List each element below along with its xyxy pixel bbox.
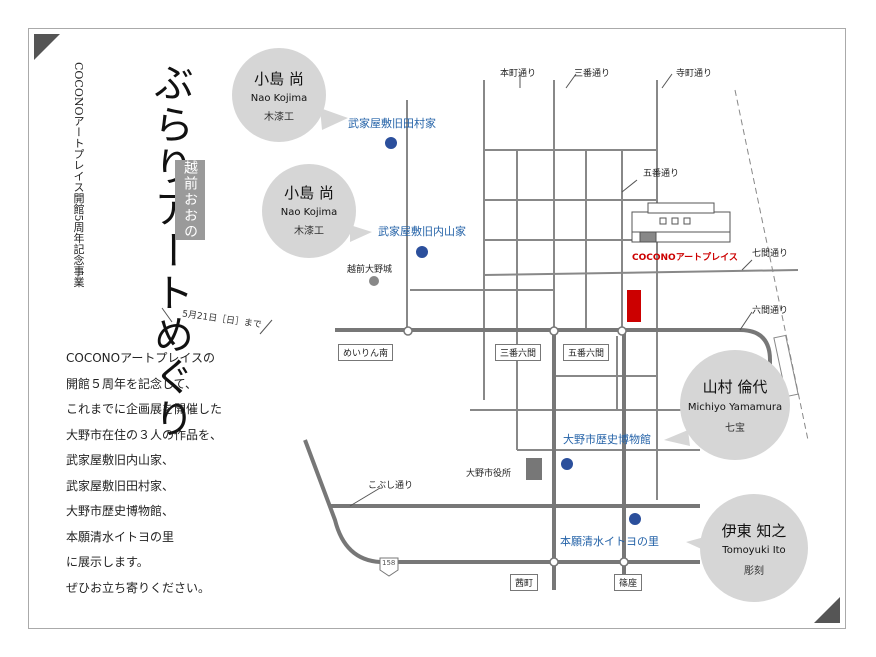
street-label-sanban: 三番通り: [574, 69, 611, 79]
place-label-itoyo: 本願清水イトヨの里: [560, 535, 659, 548]
artist-name-en: Nao Kojima: [250, 93, 308, 104]
intersection-shinoza: 篠座: [614, 574, 643, 591]
description-line: これまでに企画展を開催した: [66, 402, 223, 416]
artist-bubble: 小島 尚 Nao Kojima 木漆工: [232, 48, 326, 142]
cocono-label: COCONOアートプレイス: [632, 253, 738, 263]
street-label-kobushi: こぶし通り: [368, 481, 414, 491]
description-line: 大野市歴史博物館、: [66, 504, 175, 518]
description-line: に展示します。: [66, 555, 149, 569]
artist-craft: 七宝: [725, 423, 745, 434]
place-label-museum: 大野市歴史博物館: [563, 433, 651, 446]
description-line: ぜひお立ち寄りください。: [66, 580, 211, 595]
intersection-meirin: めいりん南: [338, 344, 394, 361]
corner-decoration-bottom-right: [814, 597, 840, 623]
place-label-cityhall: 大野市役所: [466, 469, 512, 479]
street-label-rokken: 六間通り: [752, 306, 789, 316]
artist-bubble: 小島 尚 Nao Kojima 木漆工: [262, 164, 356, 258]
artist-name-jp: 山村 倫代: [702, 378, 768, 396]
cocono-marker: [627, 290, 641, 322]
artist-name-en: Michiyo Yamamura: [687, 402, 783, 413]
artist-name-jp: 伊東 知之: [721, 522, 787, 540]
artist-craft: 彫刻: [744, 566, 764, 577]
artist-name-en: Tomoyuki Ito: [722, 545, 786, 556]
artist-craft: 木漆工: [294, 226, 324, 237]
artist-name-en: Nao Kojima: [280, 207, 338, 218]
place-label-tamura: 武家屋敷旧田村家: [348, 117, 436, 130]
street-label-honmachi: 本町通り: [500, 69, 537, 79]
street-label-goban: 五番通り: [643, 169, 680, 179]
place-label-uchiyama: 武家屋敷旧内山家: [378, 225, 466, 238]
intersection-sanban6: 三番六間: [495, 344, 542, 361]
artist-craft: 木漆工: [264, 112, 294, 123]
street-label-tera: 寺町通り: [676, 69, 713, 79]
description-line: 本願清水イトヨの里: [66, 529, 175, 544]
route-shield-icon: [379, 557, 399, 577]
description: COCONOアートプレイスの 開館５周年を記念して、 これまでに企画展を開催した…: [66, 346, 222, 601]
venue-dots: [369, 137, 641, 525]
intersection-akane: 茜町: [510, 574, 539, 591]
cocono-building-icon: [631, 202, 731, 243]
artist-bubble: 伊東 知之 Tomoyuki Ito 彫刻: [700, 494, 808, 602]
event-subtitle: COCONOアートプレイス開館5周年記念事業: [72, 62, 85, 288]
street-label-nanaken: 七間通り: [752, 249, 789, 259]
intersection-goban6: 五番六間: [563, 344, 610, 361]
description-line: COCONOアートプレイスの: [66, 351, 215, 365]
description-line: 武家屋敷旧内山家、: [66, 453, 175, 467]
page-title: ぶらりアートめぐり: [147, 62, 193, 440]
corner-decoration-top-left: [34, 34, 60, 60]
railway: [734, 89, 809, 441]
leader-lines: [349, 73, 753, 507]
description-line: 開館５周年を記念して、: [66, 376, 198, 391]
minor-streets: [406, 80, 799, 560]
artist-name-jp: 小島 尚: [254, 70, 304, 88]
artist-name-jp: 小島 尚: [284, 184, 334, 202]
artist-bubble: 山村 倫代 Michiyo Yamamura 七宝: [680, 350, 790, 460]
description-line: 武家屋敷旧田村家、: [66, 478, 175, 493]
city-hall-building: [526, 458, 542, 480]
route-number: 158: [382, 559, 396, 567]
place-label-castle: 越前大野城: [347, 265, 393, 275]
description-line: 大野市在住の３人の作品を、: [66, 427, 223, 442]
intersection-markers: [403, 326, 629, 567]
page-frame: [28, 28, 846, 629]
location-stamp: 越前おおの: [175, 160, 205, 240]
